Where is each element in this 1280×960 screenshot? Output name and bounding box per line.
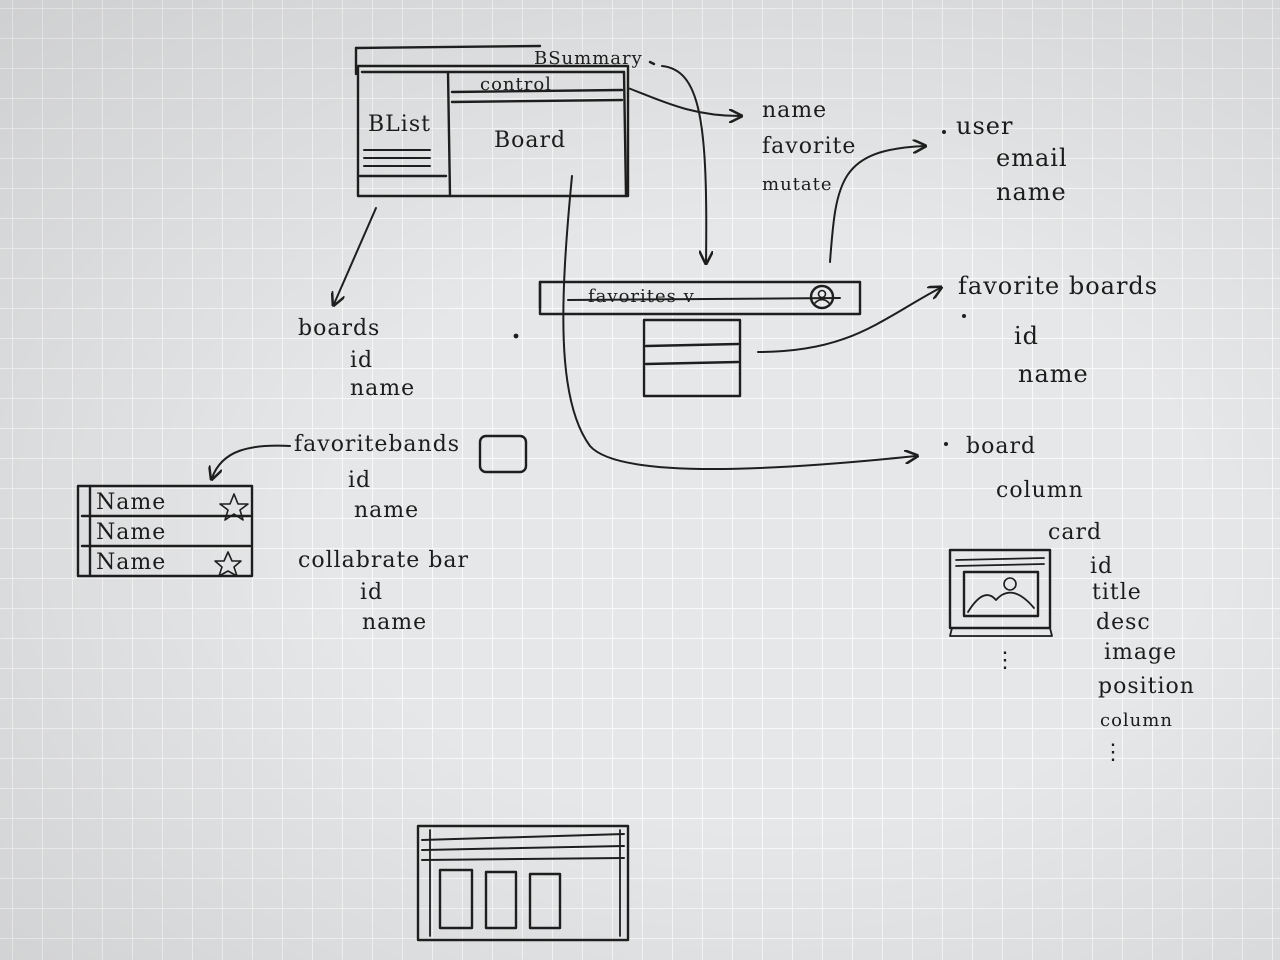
card-field-title: title (1092, 580, 1142, 605)
card-field-id: id (1090, 554, 1114, 579)
user-field-name: name (996, 178, 1067, 206)
user-field-email: email (996, 144, 1068, 172)
favoritebands-name: name (354, 498, 420, 523)
card-field-image: image (1104, 640, 1178, 665)
card-field-position: position (1098, 674, 1195, 699)
connector-arrows (212, 65, 940, 478)
card-field-card: card (1048, 520, 1103, 545)
favorites-bar-label: favorites v (588, 286, 695, 307)
list-row-name-1: Name (96, 490, 167, 515)
control-label: control (480, 74, 552, 95)
collaborate-title: collabrate bar (298, 548, 470, 573)
card-field-desc: desc (1096, 610, 1151, 635)
boards-id: id (350, 348, 374, 373)
favoritebands-id: id (348, 468, 372, 493)
stray-marks (513, 130, 966, 446)
favorite-boards-id: id (1014, 322, 1040, 350)
board-layout-drawing (416, 824, 630, 942)
list-row-name-3: Name (96, 550, 167, 575)
summary-field-mutate: mutate (762, 174, 833, 195)
boards-name: name (350, 376, 416, 401)
collaborate-name: name (362, 610, 428, 635)
user-field-user: user (956, 112, 1014, 140)
favoritebands-title: favoritebands (294, 432, 461, 457)
star-icons (214, 493, 249, 577)
boards-title: boards (298, 316, 381, 341)
board-field-board: board (966, 434, 1037, 459)
list-drawing (76, 484, 254, 578)
card-drawing (948, 548, 1053, 637)
summary-field-name: name (762, 98, 828, 123)
summary-wireframe (354, 44, 656, 198)
blist-label: BList (368, 112, 431, 137)
favorite-boards-name: name (1018, 360, 1089, 388)
board-label: Board (494, 128, 567, 153)
card-field-column: column (1100, 710, 1173, 731)
card-fields-ellipsis: ⋮ (1102, 740, 1125, 765)
favorites-bar-drawing (538, 280, 862, 316)
favorite-boards-title: favorite boards (958, 272, 1159, 300)
small-button-drawing (478, 434, 528, 474)
collaborate-id: id (360, 580, 384, 605)
card-ellipsis: ⋮ (994, 648, 1017, 673)
list-row-name-2: Name (96, 520, 167, 545)
board-field-column: column (996, 478, 1084, 503)
dropdown-box-drawing (642, 318, 742, 398)
summary-field-favorite: favorite (762, 134, 857, 159)
wireframe-title: BSummary (534, 48, 643, 69)
